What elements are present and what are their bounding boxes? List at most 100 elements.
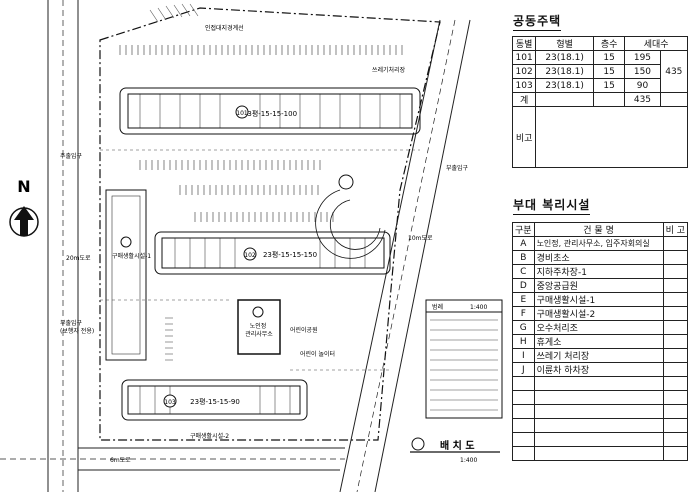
label-top: 인접대지경계선 bbox=[205, 24, 244, 32]
housing-total-row: 계 435 bbox=[511, 92, 689, 107]
label-left-entrance: 주출입구 bbox=[60, 152, 83, 160]
fac-code bbox=[512, 446, 535, 461]
fac-code: A bbox=[512, 236, 535, 251]
fac-note bbox=[662, 390, 689, 405]
bldg-103-label: 23평-15-15-90 bbox=[190, 397, 240, 406]
label-children-park: 어린이공원 bbox=[290, 326, 318, 334]
fac-note bbox=[662, 306, 689, 321]
bldg-103-number: 103 bbox=[164, 399, 176, 406]
fac-note bbox=[662, 446, 689, 461]
fac-name: 구매생활시설-2 bbox=[533, 306, 664, 321]
fac-row-empty bbox=[512, 432, 689, 447]
fac-code: F bbox=[512, 306, 535, 321]
housing-type: 23(18.1) bbox=[535, 64, 594, 79]
north-label: N bbox=[17, 177, 30, 196]
label-park: 어린이 놀이터 bbox=[300, 350, 335, 358]
label-bottom-road: 6m도로 bbox=[110, 457, 131, 464]
label-left-road: 20m도로 bbox=[66, 255, 91, 262]
fac-header-row: 구분 건 물 명 비 고 bbox=[512, 222, 689, 237]
label-left-lower-line2: (보행자 전용) bbox=[60, 327, 94, 335]
housing-units: 90 bbox=[624, 78, 661, 93]
fac-name: 휴게소 bbox=[533, 334, 664, 349]
fac-note bbox=[662, 362, 689, 377]
housing-table: 동별 형별 층수 세대수 101 23(18.1) 15 195 435 102… bbox=[511, 36, 689, 168]
housing-units: 150 bbox=[624, 64, 661, 79]
fac-name bbox=[533, 446, 664, 461]
bldg-102-number: 102 bbox=[244, 252, 256, 259]
fac-name: 노인정, 관리사무소, 입주자회의실 bbox=[533, 236, 664, 251]
housing-row: 101 23(18.1) 15 195 435 bbox=[511, 50, 689, 93]
fac-name bbox=[533, 432, 664, 447]
fac-code: D bbox=[512, 278, 535, 293]
fac-row-empty bbox=[512, 446, 689, 461]
bldg-101-marker bbox=[235, 105, 249, 119]
fac-note bbox=[662, 278, 689, 293]
fac-row-empty bbox=[512, 376, 689, 391]
fac-name: 이륜차 하차장 bbox=[533, 362, 664, 377]
north-arrow-icon: N bbox=[9, 177, 39, 237]
housing-row: 102 23(18.1) 15 150 bbox=[511, 64, 688, 79]
housing-header-row: 동별 형별 층수 세대수 bbox=[511, 36, 688, 51]
fac-code: B bbox=[512, 250, 535, 265]
fac-note bbox=[662, 264, 689, 279]
housing-total-empty bbox=[659, 92, 689, 107]
drawing-scale: 1:400 bbox=[460, 457, 477, 464]
housing-header-type: 형별 bbox=[535, 36, 594, 51]
housing-subtotal: 435 bbox=[659, 50, 689, 93]
housing-units: 195 bbox=[624, 50, 661, 65]
fac-note bbox=[662, 250, 689, 265]
fac-note bbox=[662, 404, 689, 419]
fac-name bbox=[533, 376, 664, 391]
site-plan-drawing: 23평-15-15-100 101 23평-15-15-150 102 23평-… bbox=[0, 0, 503, 492]
housing-row: 103 23(18.1) 15 90 bbox=[511, 78, 688, 93]
housing-dong: 102 bbox=[511, 64, 537, 79]
housing-note-value bbox=[535, 106, 688, 168]
fac-name bbox=[533, 418, 664, 433]
bldg-102-marker bbox=[243, 247, 257, 261]
fac-code: C bbox=[512, 264, 535, 279]
fac-note bbox=[662, 334, 689, 349]
bldg-102-label: 23평-15-15-150 bbox=[263, 250, 317, 259]
label-top-right: 쓰레기처리장 bbox=[372, 66, 406, 74]
fac-note bbox=[662, 320, 689, 335]
fac-note bbox=[662, 348, 689, 363]
bldg-103-marker bbox=[163, 394, 177, 408]
fac-note bbox=[662, 376, 689, 391]
housing-floors: 15 bbox=[592, 64, 626, 79]
welfare-label-line1: 노인정 bbox=[250, 323, 267, 330]
housing-total-label: 계 bbox=[511, 92, 537, 107]
fac-name: 구매생활시설-1 bbox=[533, 292, 664, 307]
fac-note bbox=[662, 236, 689, 251]
side-panel: 공동주택 동별 형별 층수 세대수 101 23(18.1) 15 195 43… bbox=[505, 0, 691, 492]
housing-note-row: 비고 bbox=[511, 106, 688, 168]
fac-code bbox=[512, 418, 535, 433]
fac-name: 쓰레기 처리장 bbox=[533, 348, 664, 363]
fac-header-name: 건 물 명 bbox=[533, 222, 664, 237]
housing-title-text: 공동주택 bbox=[513, 14, 562, 28]
housing-floors: 15 bbox=[592, 78, 626, 93]
fac-row-empty bbox=[512, 418, 689, 433]
housing-dong: 103 bbox=[511, 78, 537, 93]
bldg-101-label: 23평-15-15-100 bbox=[243, 109, 297, 118]
fac-code bbox=[512, 404, 535, 419]
fac-note bbox=[662, 432, 689, 447]
label-bottom-sign: 구매생활시설-2 bbox=[190, 432, 229, 440]
legend-title: 범례 bbox=[432, 303, 443, 311]
fac-name: 지하주차장-1 bbox=[533, 264, 664, 279]
fac-name bbox=[533, 390, 664, 405]
facilities-title-text: 부대 복리시설 bbox=[513, 198, 591, 212]
welfare-label: 노인정 관리사무소 bbox=[245, 323, 273, 338]
fac-row-empty bbox=[512, 404, 689, 419]
fac-name bbox=[533, 404, 664, 419]
housing-floors: 15 bbox=[592, 50, 626, 65]
drawing-title-block: 배 치 도 1:400 bbox=[410, 437, 500, 464]
